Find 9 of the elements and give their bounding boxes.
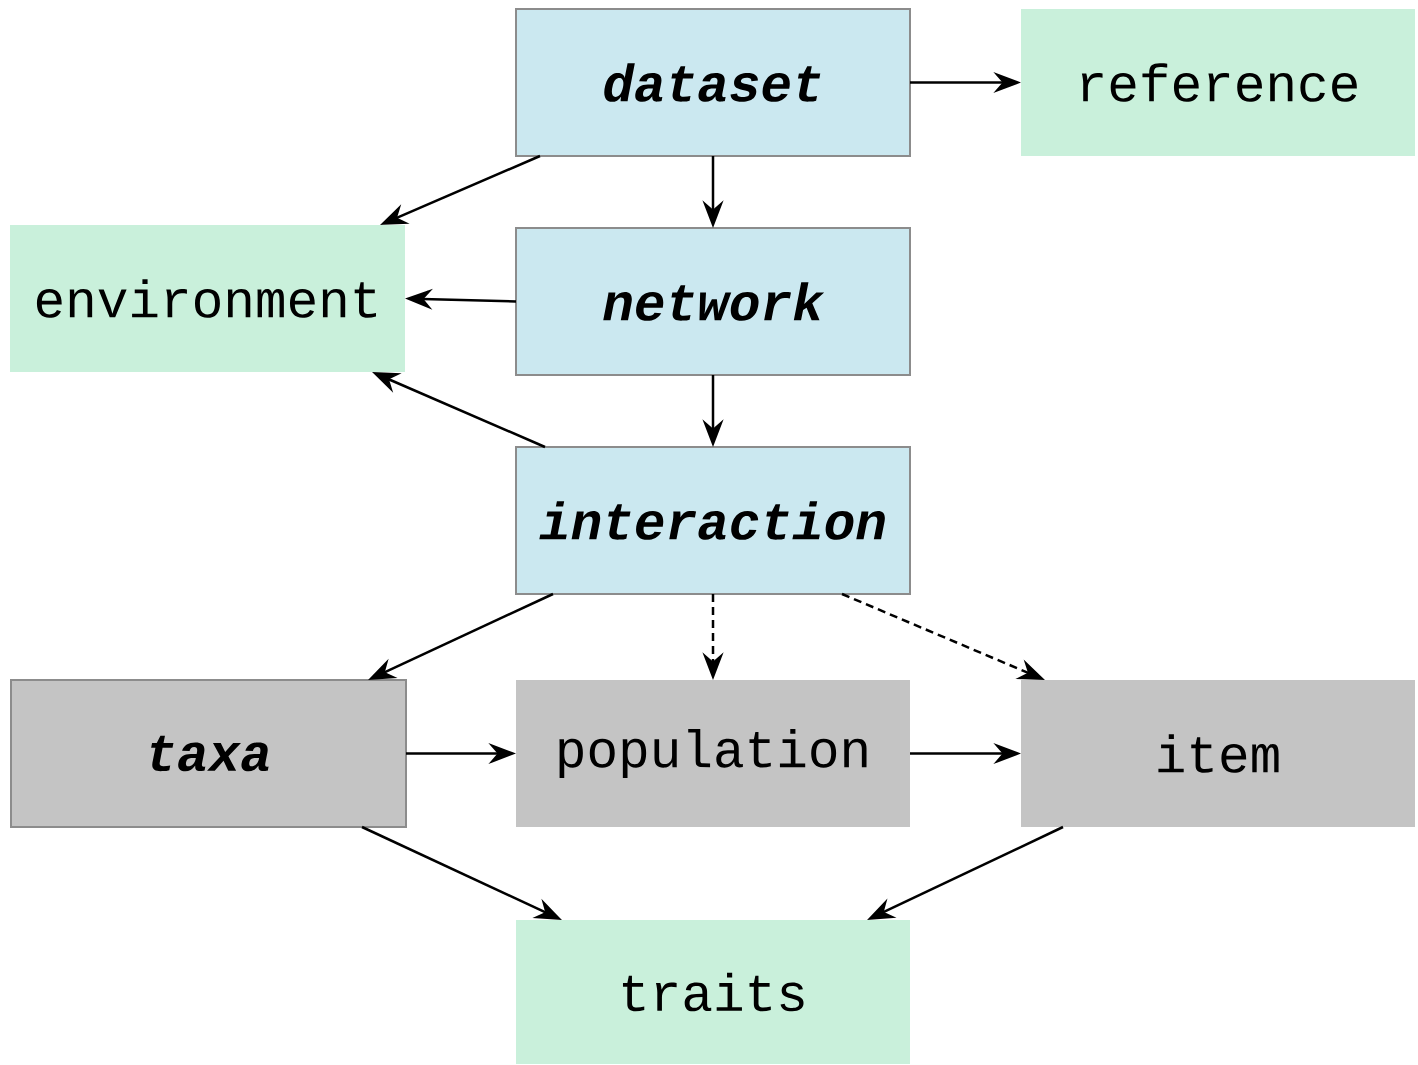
entity-box: taxa [10, 679, 407, 828]
entity-box: item [1021, 680, 1415, 827]
entity-box: population [516, 680, 910, 827]
entity-box: dataset [515, 8, 911, 157]
entity-box: reference [1021, 9, 1415, 156]
entity-box: interaction [515, 446, 911, 595]
entity-box: traits [516, 920, 910, 1064]
entity-box: network [515, 227, 911, 376]
entity-box: environment [10, 225, 405, 372]
